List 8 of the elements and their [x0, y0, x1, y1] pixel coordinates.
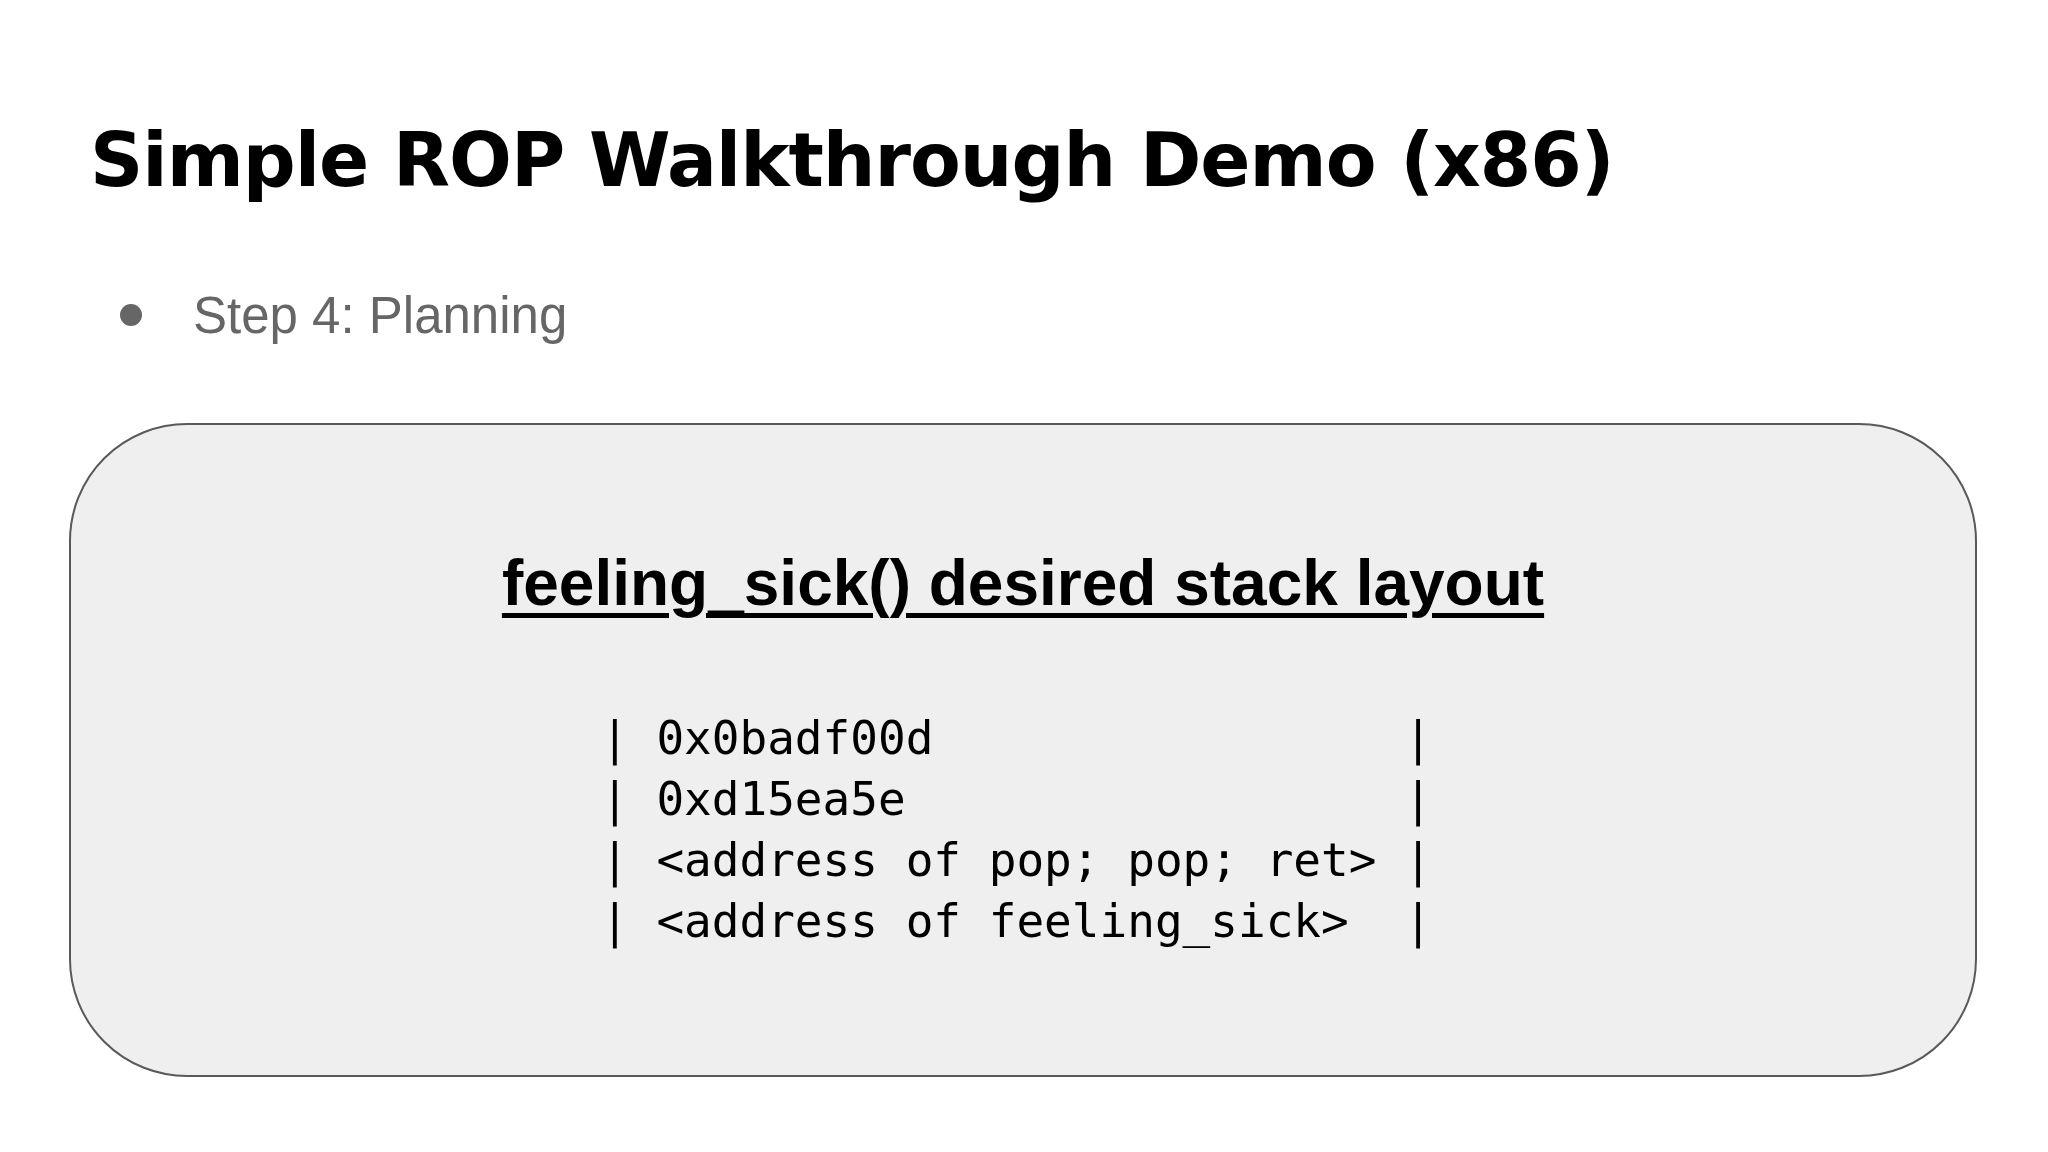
rounded-panel: [69, 423, 1977, 1077]
stack-row: | <address of pop; pop; ret> |: [601, 833, 1432, 889]
stack-row: | 0xd15ea5e |: [601, 772, 1432, 828]
stack-row: | 0x0badf00d |: [601, 711, 1432, 767]
stack-row: | <address of feeling_sick> |: [601, 894, 1432, 950]
slide-title: Simple ROP Walkthrough Demo (x86): [90, 118, 1614, 204]
bullet-text: Step 4: Planning: [193, 286, 568, 346]
panel-heading: feeling_sick() desired stack layout: [501, 547, 1545, 619]
